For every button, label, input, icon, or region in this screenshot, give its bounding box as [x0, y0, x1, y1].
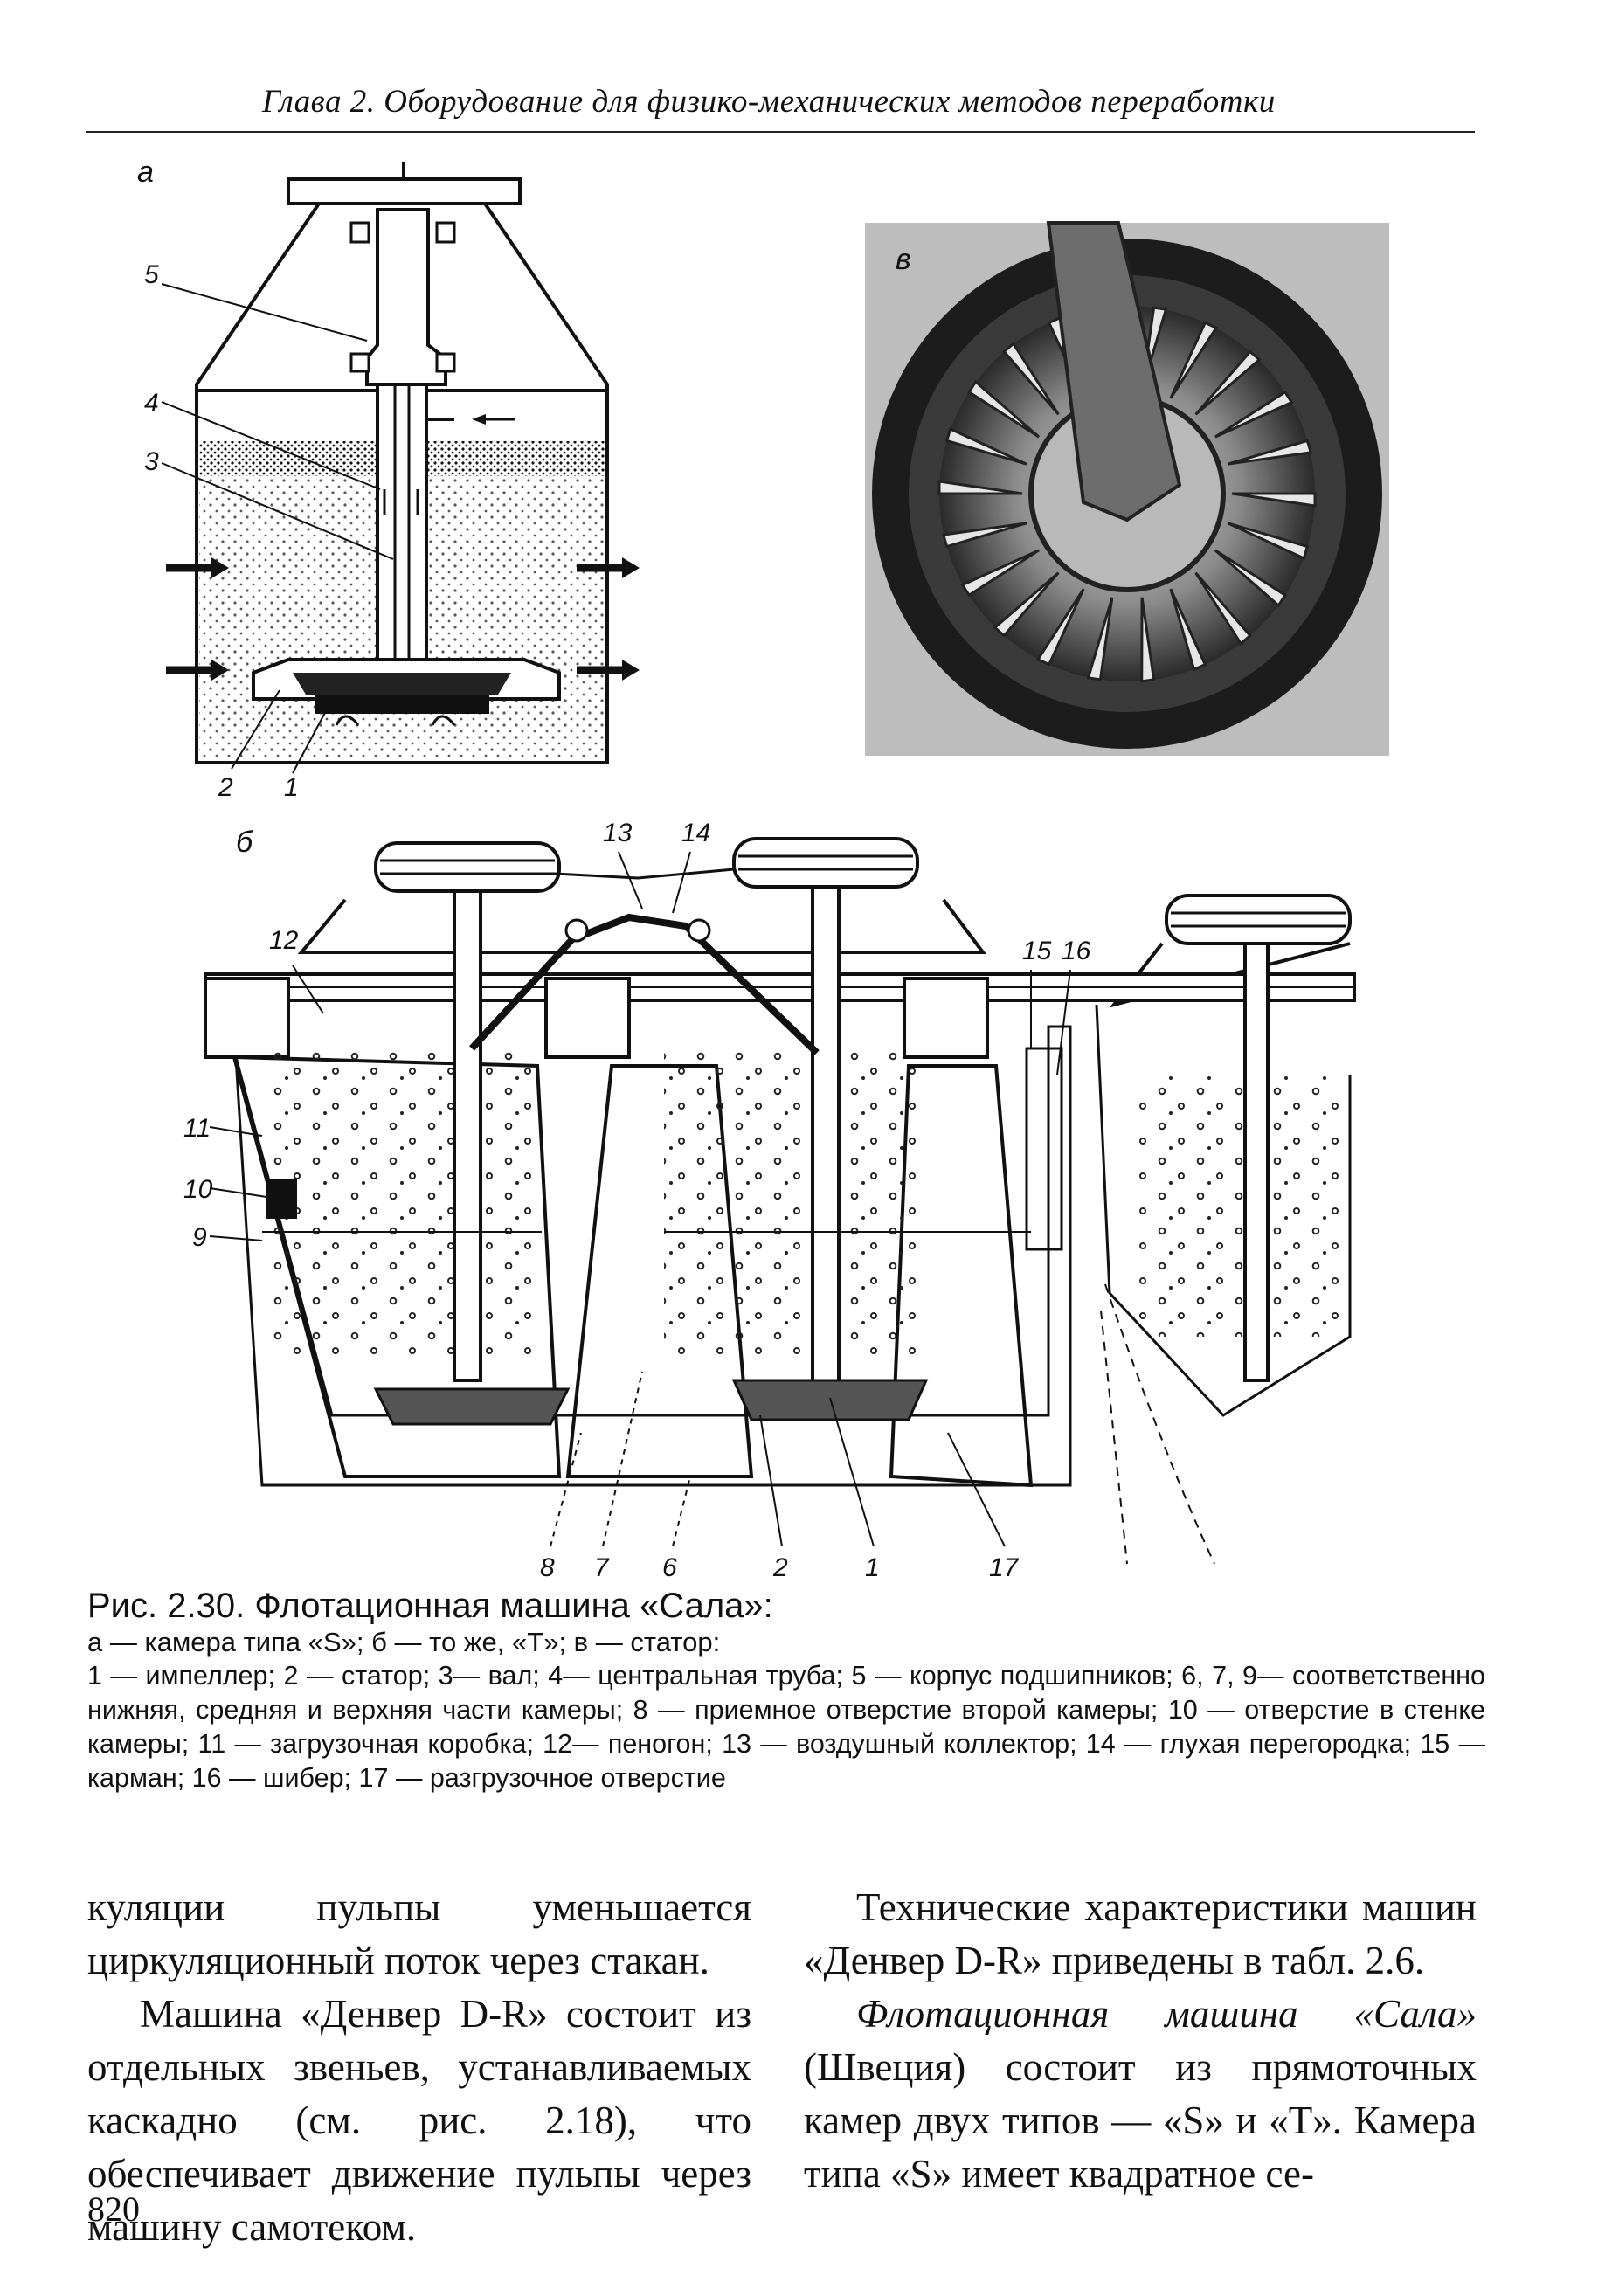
stator-blade [1214, 390, 1294, 439]
stator-blade [960, 549, 1040, 598]
shaft-center [811, 885, 841, 1387]
callout-b-16: 16 [1062, 937, 1091, 965]
cell-hood [195, 202, 609, 764]
term-sala: Флотационная машина «Сала» [856, 1992, 1477, 2036]
callout-b-1: 1 [865, 1553, 880, 1582]
text-column-right: Технические характеристики машин «Денвер… [804, 1881, 1477, 2201]
running-header: Глава 2. Оборудование для физико-механич… [262, 84, 1276, 120]
stator-blade [944, 426, 1027, 466]
figure-caption: Рис. 2.30. Флотационная машина «Сала»: а… [87, 1586, 1485, 1795]
paragraph: Технические характеристики машин «Денвер… [804, 1885, 1477, 1982]
callout-b-2: 2 [773, 1553, 788, 1582]
paragraph: куляции пульпы уменьшается циркуляционны… [87, 1885, 751, 1982]
stator-blade [1140, 597, 1156, 683]
stator-blade [1194, 349, 1262, 416]
shaft-right [1243, 942, 1270, 1382]
shaft-left [453, 889, 482, 1382]
stator-blade [1231, 492, 1317, 508]
impeller [293, 673, 511, 695]
callout-b-7: 7 [594, 1553, 609, 1582]
air-collector [469, 913, 820, 1055]
caption-panels: а — камера типа «S»; б — то же, «T»; в —… [87, 1627, 721, 1657]
callout-b-14: 14 [681, 819, 711, 847]
callout-a-1: 1 [284, 773, 299, 802]
callout-a-2: 2 [218, 773, 233, 802]
stator-blade [1002, 342, 1060, 416]
stator-blade [1227, 439, 1313, 466]
paragraph: Машина «Денвер D-R» состоит из отдельных… [87, 1992, 751, 2249]
stator-blade [1169, 588, 1207, 672]
stator-blade [1227, 522, 1310, 561]
panel-label-b: б [236, 826, 253, 859]
header-divider [86, 131, 1475, 133]
pulley-left [374, 841, 561, 893]
stator-blade [941, 522, 1027, 549]
caption-title: Рис. 2.30. Флотационная машина «Сала»: [87, 1587, 773, 1625]
callout-b-15: 15 [1022, 937, 1052, 965]
callout-b-10: 10 [183, 1175, 213, 1204]
figure-panel-v-stator-photo: (function(){ var g=document.currentScrip… [865, 221, 1389, 756]
panel-label-a: а [137, 156, 154, 189]
bearing-housing [365, 208, 447, 386]
callout-a-4: 4 [144, 389, 159, 418]
stator-blade [1169, 321, 1219, 399]
caption-legend: 1 — импеллер; 2 — статор; 3— вал; 4— цен… [87, 1661, 1485, 1793]
paragraph-text: (Швеция) состоит из прямоточных камер дв… [804, 2045, 1477, 2196]
callout-a-3: 3 [144, 447, 159, 476]
stator-blade [1035, 588, 1085, 667]
pulley-right [1165, 894, 1352, 945]
callout-b-6: 6 [662, 1553, 677, 1582]
pulley-center [732, 837, 919, 889]
panel-label-v: в [896, 243, 911, 276]
stator-blade [1086, 597, 1114, 681]
page-number: 820 [87, 2189, 140, 2229]
stator-blade [967, 379, 1041, 439]
callout-b-12: 12 [269, 926, 299, 955]
callout-b-8: 8 [540, 1553, 555, 1582]
stator-blade [993, 571, 1060, 638]
callout-b-11: 11 [183, 1114, 211, 1143]
callout-b-17: 17 [989, 1553, 1019, 1582]
callout-b-9: 9 [192, 1223, 207, 1252]
stator-blade [1214, 549, 1287, 608]
callout-a-5: 5 [144, 260, 159, 289]
callout-b-13: 13 [603, 819, 633, 847]
stator-blade [1194, 571, 1252, 646]
text-column-left: куляции пульпы уменьшается циркуляционны… [87, 1881, 751, 2254]
paragraph: Флотационная машина «Сала» (Швеция) сост… [804, 1988, 1477, 2201]
stator-blade [937, 480, 1023, 495]
